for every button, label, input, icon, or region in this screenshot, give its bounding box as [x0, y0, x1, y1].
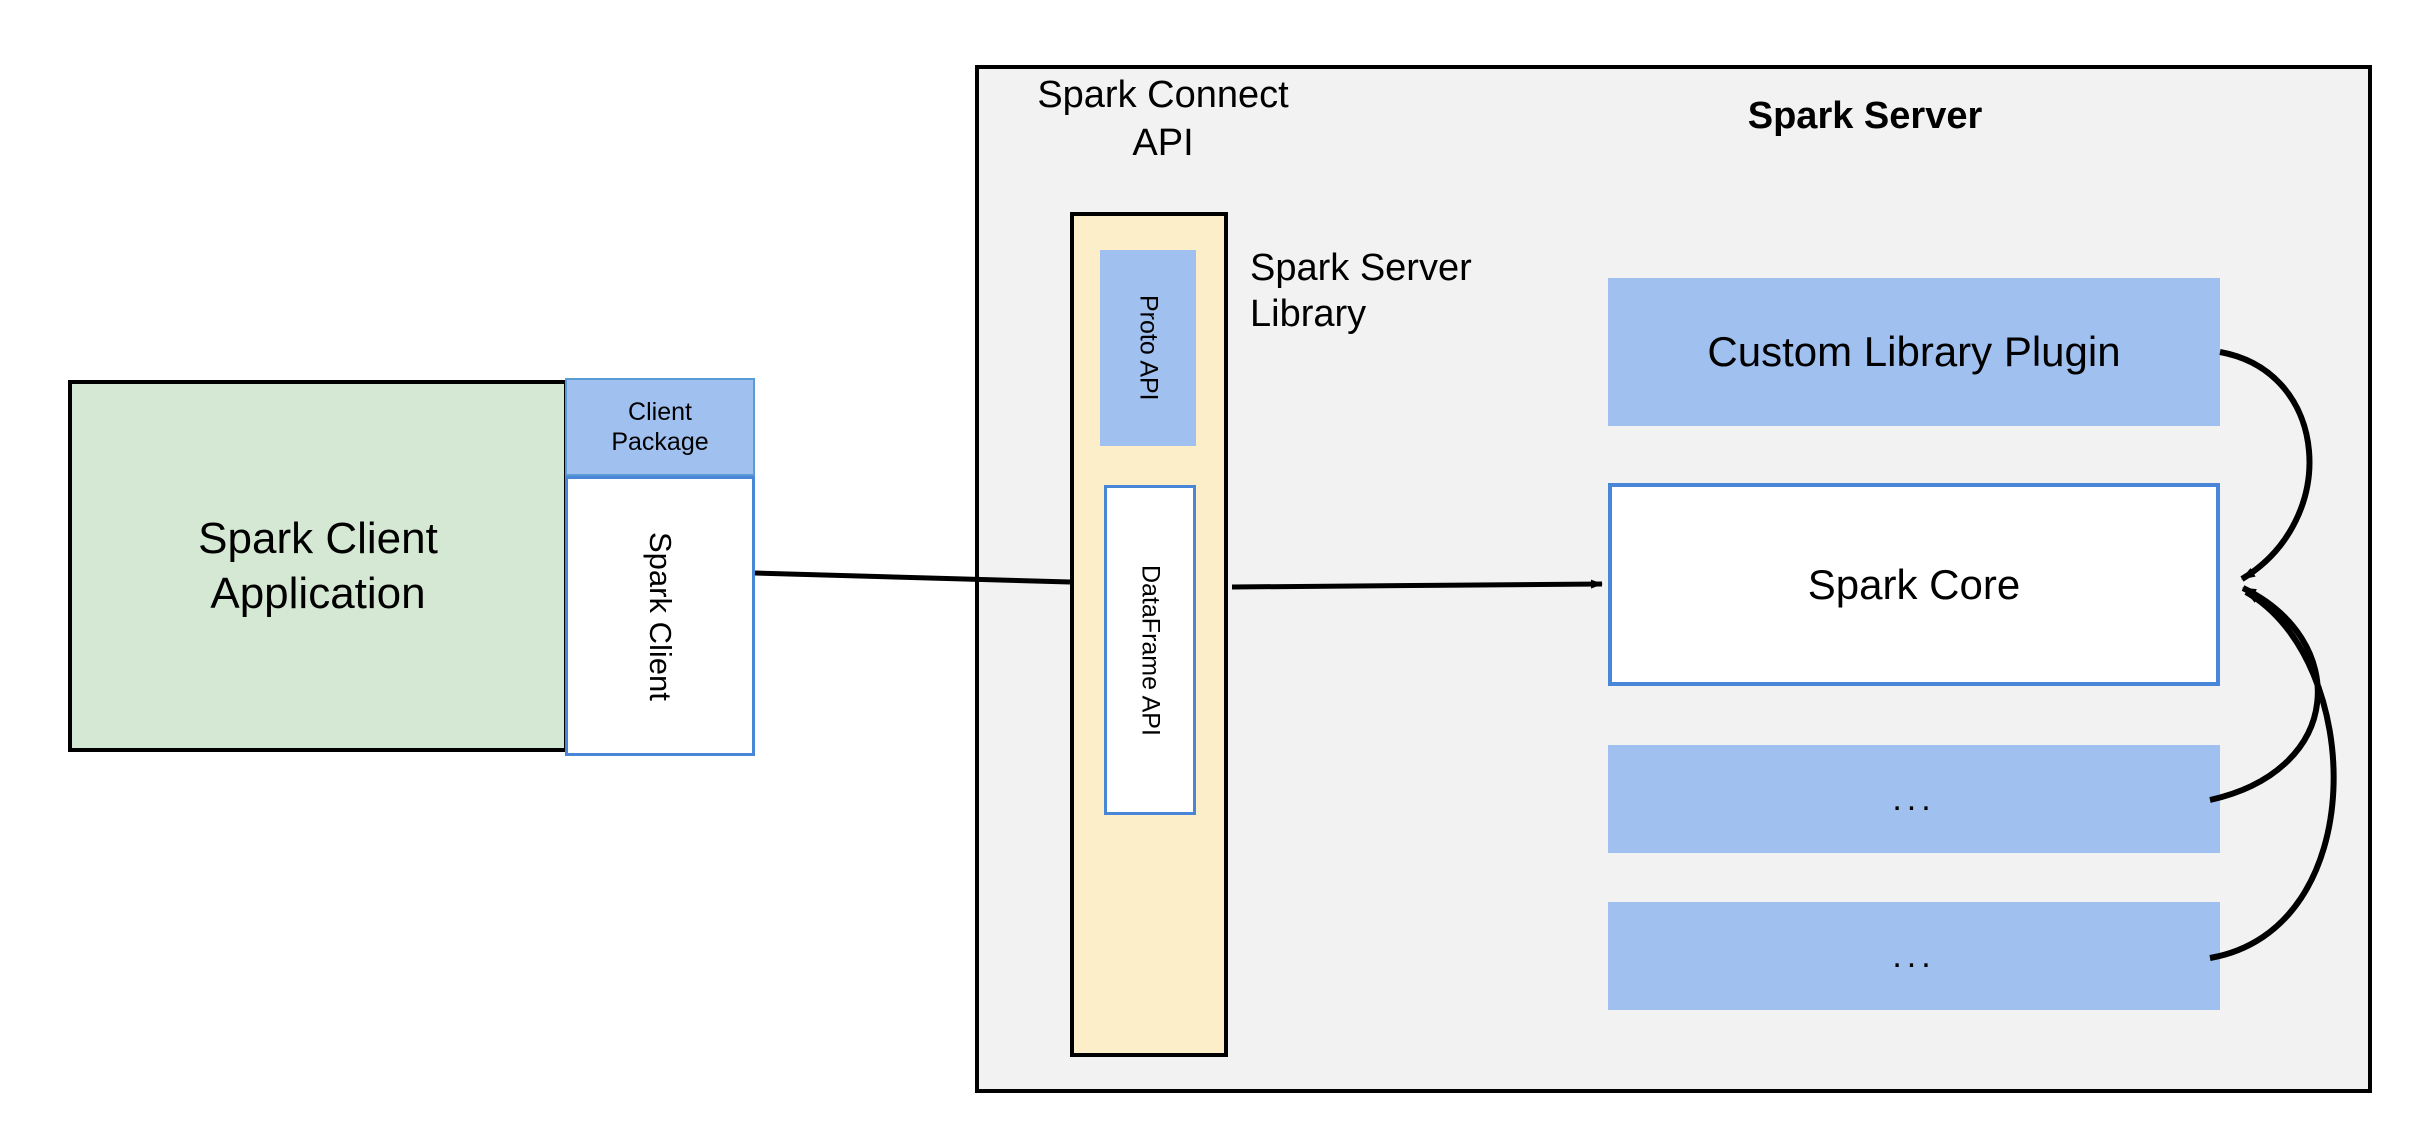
client-package-line-2: Package	[611, 428, 709, 456]
client-package-label: Client Package	[611, 397, 708, 457]
custom-library-plugin-label: Custom Library Plugin	[1707, 328, 2121, 375]
placeholder-label-2: ...	[1892, 936, 1936, 975]
connect-api-line-2: API	[1132, 121, 1194, 164]
placeholder-box-1: ...	[1608, 745, 2220, 853]
spark-client-box: Spark Client	[565, 476, 755, 756]
spark-core-box: Spark Core	[1608, 483, 2220, 686]
spark-connect-api-label: Spark Connect API	[1018, 72, 1308, 180]
client-package-box: Client Package	[565, 378, 755, 476]
spark-server-library-label: Spark Server Library	[1250, 245, 1570, 355]
spark-client-application-label: Spark Client Application	[198, 511, 438, 621]
server-library-line-1: Spark Server	[1250, 247, 1472, 289]
placeholder-box-2: ...	[1608, 902, 2220, 1010]
spark-client-label: Spark Client	[643, 531, 678, 701]
dataframe-api-box: DataFrame API	[1104, 485, 1196, 815]
client-package-line-1: Client	[628, 398, 692, 426]
server-library-line-2: Library	[1250, 293, 1367, 336]
proto-api-label: Proto API	[1134, 295, 1163, 401]
spark-client-application-box: Spark Client Application	[68, 380, 568, 752]
app-label-line-1: Spark Client	[198, 514, 438, 563]
custom-library-plugin-box: Custom Library Plugin	[1608, 278, 2220, 426]
dataframe-api-label: DataFrame API	[1136, 564, 1165, 736]
placeholder-label-1: ...	[1892, 779, 1936, 818]
connect-api-line-1: Spark Connect	[1037, 74, 1289, 116]
proto-api-box: Proto API	[1100, 250, 1196, 446]
spark-server-title: Spark Server	[1747, 95, 1983, 137]
app-label-line-2: Application	[210, 569, 426, 618]
spark-core-label: Spark Core	[1807, 560, 2021, 608]
